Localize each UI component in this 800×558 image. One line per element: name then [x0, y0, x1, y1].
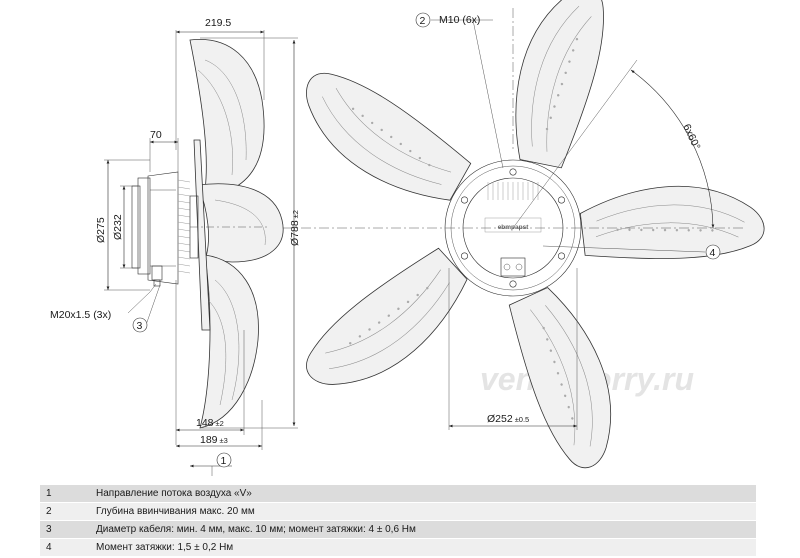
- note-number: 3: [40, 520, 90, 539]
- fin-line: [177, 256, 191, 260]
- fan-blade: [515, 0, 604, 169]
- bolt-hole: [461, 252, 469, 260]
- motor-fins: [177, 179, 191, 274]
- bolt-hole: [509, 280, 517, 288]
- hub-ribs: [487, 182, 539, 200]
- bolt-hole: [461, 196, 469, 204]
- fin-line: [177, 207, 191, 211]
- note-text: Диаметр кабеля: мин. 4 мм, макс. 10 мм; …: [90, 520, 756, 539]
- fin-line: [177, 242, 191, 246]
- fan-blade: [579, 185, 765, 259]
- callout-1: [216, 452, 232, 468]
- fin-line: [177, 179, 191, 183]
- note-text: Момент затяжки: 1,5 ± 0,2 Нм: [90, 538, 756, 556]
- dim-d275: Ø275: [95, 217, 107, 243]
- fan-blade: [508, 287, 611, 469]
- callout-2-label: 2: [420, 15, 426, 27]
- hub-label-plate: [484, 217, 542, 233]
- bolt-hole: [557, 196, 565, 204]
- fin-line: [177, 186, 191, 190]
- fan-blade: [306, 247, 468, 385]
- dim-219-5: 219.5: [205, 17, 231, 29]
- dim-d788: Ø788±2: [289, 210, 301, 246]
- fin-line: [177, 200, 191, 204]
- motor-body: [131, 171, 179, 287]
- note-number: 1: [40, 484, 90, 503]
- note-text: Направление потока воздуха «V»: [90, 484, 756, 503]
- note-text: Глубина ввинчивания макс. 20 мм: [90, 502, 756, 521]
- bolt-hole: [509, 168, 517, 176]
- dim-d232: Ø232: [112, 214, 124, 240]
- callout-4-label: 4: [710, 247, 716, 259]
- dim-d252: Ø252±0.5: [487, 413, 529, 425]
- note-number: 2: [40, 502, 90, 521]
- fin-line: [177, 263, 191, 267]
- technical-drawing: ventilatorry.ru: [50, 0, 765, 476]
- note-number: 4: [40, 538, 90, 556]
- callout-1-label: 1: [221, 455, 227, 467]
- fin-line: [177, 235, 191, 239]
- callout-2: [415, 12, 431, 28]
- dim-148: 148±2: [196, 417, 224, 429]
- angle-arc: [630, 69, 715, 229]
- side-view: 219.5 70 Ø275 Ø232 Ø788±2 M20x1.5 (3x) 3: [50, 17, 301, 476]
- dim-189: 189±3: [200, 434, 228, 446]
- fin-line: [177, 221, 191, 225]
- fin-line: [177, 270, 191, 274]
- front-blades: [306, 0, 765, 469]
- thread-m10: M10 (6x): [439, 14, 480, 26]
- callout-3: [132, 317, 148, 333]
- fin-line: [177, 228, 191, 232]
- fan-blade: [306, 72, 472, 201]
- fin-line: [177, 214, 191, 218]
- front-view: ebmpapst Ø252±0.5 2 M10 (6x) 6x60° 4: [283, 0, 765, 469]
- callout-4: [705, 244, 721, 260]
- side-blades: [189, 38, 284, 429]
- fin-line: [177, 249, 191, 253]
- angle-label: 6x60°: [680, 122, 702, 152]
- dim-70: 70: [150, 129, 162, 141]
- callout-3-label: 3: [137, 320, 143, 332]
- thread-label: M20x1.5 (3x): [50, 309, 111, 321]
- fin-line: [177, 193, 191, 197]
- terminal-box: [500, 257, 526, 277]
- bolt-hole: [557, 252, 565, 260]
- hub-bolts: [461, 168, 565, 288]
